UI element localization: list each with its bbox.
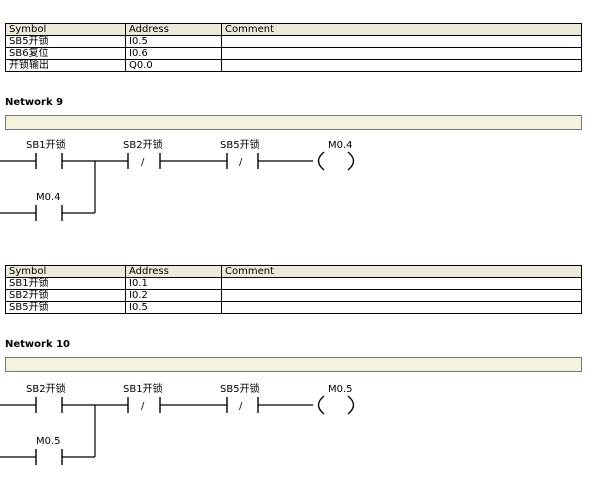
comment-cell[interactable] xyxy=(221,59,582,72)
column-header-address[interactable]: Address xyxy=(125,23,222,36)
column-header-symbol[interactable]: Symbol xyxy=(5,23,126,36)
table-row[interactable]: SB5开锁 I0.5 xyxy=(5,301,582,314)
table-header-row: Symbol Address Comment xyxy=(5,23,582,36)
contact-label: M0.4 xyxy=(36,192,61,203)
ladder-network-10: SB2开锁 / SB1开锁 / SB5开锁 M0.5 M0.5 xyxy=(0,382,355,465)
column-header-comment[interactable]: Comment xyxy=(221,265,582,278)
table-row[interactable]: SB1开锁 I0.1 xyxy=(5,277,582,290)
contact-label: M0.5 xyxy=(36,436,61,447)
nc-slash: / xyxy=(141,401,145,412)
contact-nc[interactable] xyxy=(226,397,259,413)
nc-slash: / xyxy=(239,157,243,168)
comment-cell[interactable] xyxy=(221,35,582,48)
contact-label: SB1开锁 xyxy=(123,382,163,395)
address-cell[interactable]: I0.6 xyxy=(125,47,222,60)
address-cell[interactable]: I0.1 xyxy=(125,277,222,290)
network-title[interactable]: Network 10 xyxy=(5,339,71,350)
contact-no[interactable] xyxy=(35,449,63,465)
contact-label: SB2开锁 xyxy=(123,138,163,151)
output-coil[interactable] xyxy=(317,395,355,415)
comment-cell[interactable] xyxy=(221,289,582,302)
table-row[interactable]: SB6复位 I0.6 xyxy=(5,47,582,60)
symbol-cell[interactable]: SB1开锁 xyxy=(5,277,126,290)
ladder-network-9: SB1开锁 / SB2开锁 / SB5开锁 M0.4 M0.4 xyxy=(0,138,355,221)
contact-nc[interactable] xyxy=(127,153,161,169)
contact-no[interactable] xyxy=(35,397,63,413)
contact-label: SB5开锁 xyxy=(220,138,260,151)
coil-label: M0.4 xyxy=(328,140,353,151)
address-cell[interactable]: Q0.0 xyxy=(125,59,222,72)
column-header-symbol[interactable]: Symbol xyxy=(5,265,126,278)
column-header-address[interactable]: Address xyxy=(125,265,222,278)
network-comment-field[interactable] xyxy=(5,115,582,130)
table-header-row: Symbol Address Comment xyxy=(5,265,582,278)
contact-label: SB2开锁 xyxy=(26,382,66,395)
symbol-table-1: Symbol Address Comment SB5开锁 I0.5 SB6复位 … xyxy=(5,23,582,72)
address-cell[interactable]: I0.5 xyxy=(125,35,222,48)
address-cell[interactable]: I0.5 xyxy=(125,301,222,314)
network-title[interactable]: Network 9 xyxy=(5,97,64,108)
symbol-cell[interactable]: SB5开锁 xyxy=(5,301,126,314)
symbol-cell[interactable]: SB5开锁 xyxy=(5,35,126,48)
contact-label: SB5开锁 xyxy=(220,382,260,395)
network-comment-field[interactable] xyxy=(5,357,582,372)
coil-label: M0.5 xyxy=(328,384,353,395)
symbol-cell[interactable]: SB6复位 xyxy=(5,47,126,60)
symbol-table-2: Symbol Address Comment SB1开锁 I0.1 SB2开锁 … xyxy=(5,265,582,314)
contact-no[interactable] xyxy=(35,205,63,221)
comment-cell[interactable] xyxy=(221,277,582,290)
contact-label: SB1开锁 xyxy=(26,138,66,151)
nc-slash: / xyxy=(141,157,145,168)
contact-nc[interactable] xyxy=(226,153,259,169)
table-row[interactable]: SB5开锁 I0.5 xyxy=(5,35,582,48)
address-cell[interactable]: I0.2 xyxy=(125,289,222,302)
comment-cell[interactable] xyxy=(221,301,582,314)
table-row[interactable]: 开锁输出 Q0.0 xyxy=(5,59,582,72)
column-header-comment[interactable]: Comment xyxy=(221,23,582,36)
table-row[interactable]: SB2开锁 I0.2 xyxy=(5,289,582,302)
comment-cell[interactable] xyxy=(221,47,582,60)
symbol-cell[interactable]: SB2开锁 xyxy=(5,289,126,302)
contact-no[interactable] xyxy=(35,153,63,169)
output-coil[interactable] xyxy=(317,151,355,171)
nc-slash: / xyxy=(239,401,243,412)
contact-nc[interactable] xyxy=(127,397,161,413)
symbol-cell[interactable]: 开锁输出 xyxy=(5,59,126,72)
